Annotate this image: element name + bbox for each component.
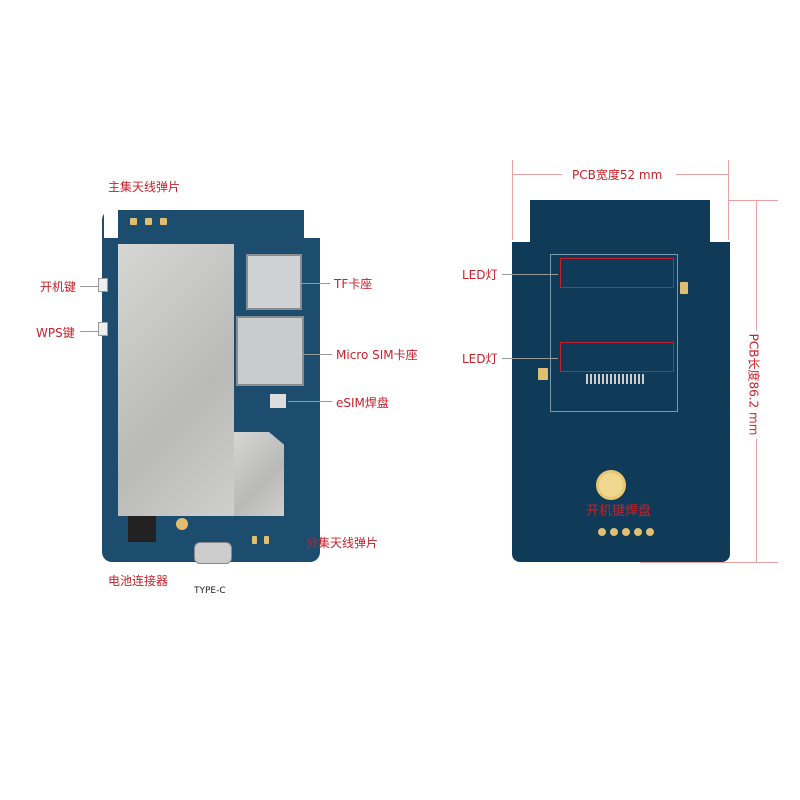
- label-wps-key: WPS键: [36, 326, 75, 340]
- battery-connector-part: [128, 516, 156, 542]
- esim-pad: [270, 394, 286, 408]
- dimension-line: [512, 174, 562, 175]
- gold-pad: [538, 368, 548, 380]
- antenna-contact: [145, 218, 152, 225]
- contact-pad: [634, 528, 642, 536]
- label-led-bottom: LED灯: [462, 352, 498, 366]
- antenna-contact: [160, 218, 167, 225]
- contact-pad: [610, 528, 618, 536]
- tf-card-slot: [246, 254, 302, 310]
- label-pcb-length: PCB长度86.2 mm: [745, 330, 763, 439]
- label-esim: eSIM焊盘: [336, 396, 389, 410]
- micro-sim-slot: [236, 316, 304, 386]
- fpc-connector: [586, 374, 644, 384]
- display-outline: [550, 254, 678, 412]
- diversity-contact: [264, 536, 269, 544]
- label-led-top: LED灯: [462, 268, 498, 282]
- dimension-line: [640, 562, 778, 563]
- led-area-bottom: [560, 342, 674, 372]
- label-tf-slot: TF卡座: [334, 277, 373, 291]
- power-button: [98, 278, 108, 292]
- label-power-pad: 开机键焊盘: [586, 504, 652, 519]
- label-main-antenna: 主集天线弹片: [108, 180, 181, 194]
- led-area-top: [560, 258, 674, 288]
- power-key-pad: [596, 470, 626, 500]
- label-diversity-antenna: 分集天线弹片: [306, 536, 379, 550]
- metal-shield: [118, 244, 234, 516]
- dimension-line: [676, 174, 728, 175]
- label-micro-sim: Micro SIM卡座: [336, 348, 418, 362]
- metal-shield: [234, 432, 284, 516]
- dimension-line: [512, 160, 513, 240]
- board-notch: [512, 200, 530, 242]
- board-notch: [304, 210, 320, 238]
- board-notch: [710, 200, 730, 242]
- label-type-c: TYPE-C: [194, 586, 226, 596]
- antenna-contact: [130, 218, 137, 225]
- button-pad: [176, 518, 188, 530]
- label-battery-connector: 电池连接器: [108, 574, 169, 588]
- wps-button: [98, 322, 108, 336]
- diversity-contact: [252, 536, 257, 544]
- gold-pad: [680, 282, 688, 294]
- contact-pad: [622, 528, 630, 536]
- contact-pad: [646, 528, 654, 536]
- dimension-line: [728, 200, 778, 201]
- label-pcb-width: PCB宽度52 mm: [572, 168, 663, 182]
- board-notch: [104, 210, 118, 238]
- usb-c-port: [194, 542, 232, 564]
- contact-pad: [598, 528, 606, 536]
- label-power-key: 开机键: [40, 280, 77, 294]
